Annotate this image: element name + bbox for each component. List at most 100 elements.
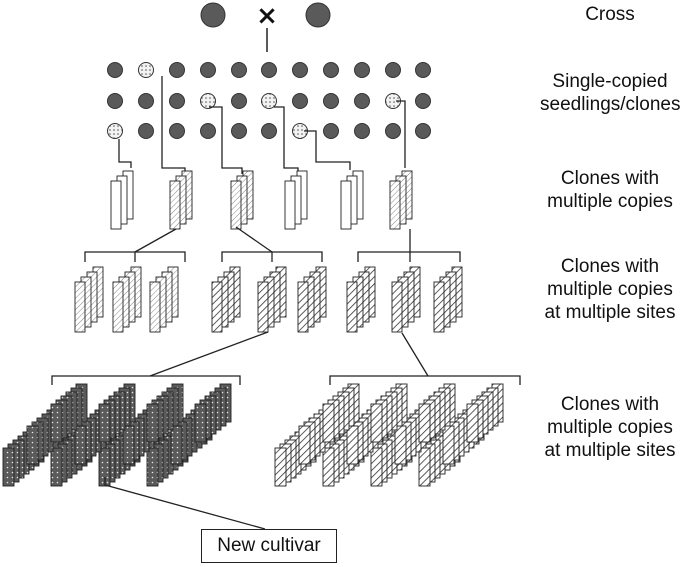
clone-plant <box>346 281 358 333</box>
clone-plant <box>442 425 455 465</box>
seedling <box>231 93 247 109</box>
clone-plant <box>433 281 445 333</box>
seedling <box>354 93 370 109</box>
selected-seedling <box>200 93 216 109</box>
clone-plant <box>322 447 335 487</box>
label-line: at multiple sites <box>544 302 676 323</box>
seedling <box>292 62 308 78</box>
group-connector <box>149 331 269 377</box>
group-connector <box>401 332 429 377</box>
seedling-grid <box>107 62 431 139</box>
seedling <box>107 62 123 78</box>
label-line: Clones with <box>560 168 660 189</box>
clone-plant <box>146 447 159 487</box>
stage4-brackets <box>51 331 521 385</box>
seedling <box>292 93 308 109</box>
clone-plant <box>257 281 269 333</box>
new-cultivar-label: New cultivar <box>217 535 321 556</box>
label-line: Cross <box>585 4 635 25</box>
seedling <box>415 123 431 139</box>
group-connector <box>235 226 273 253</box>
seedling <box>385 123 401 139</box>
clone-plant <box>391 281 403 333</box>
site-groups <box>74 266 463 333</box>
clone-plant <box>418 403 431 443</box>
label-line: seedlings/clones <box>540 94 681 115</box>
clone-plant <box>26 425 39 465</box>
clone-plant <box>98 403 111 443</box>
label-line: multiple copies <box>547 417 673 438</box>
seedling <box>107 93 123 109</box>
stage-label-sites: Clones with multiple copies at multiple … <box>540 255 680 324</box>
seedling <box>169 123 185 139</box>
seedling <box>385 62 401 78</box>
group-bracket <box>329 375 521 385</box>
clone-plant <box>211 281 223 333</box>
seedling <box>415 62 431 78</box>
seedling <box>415 93 431 109</box>
clone-plant <box>418 447 431 487</box>
clone-plant <box>50 447 63 487</box>
seedling <box>138 123 154 139</box>
clone-plant <box>50 403 63 443</box>
cultivar-connector <box>104 477 266 530</box>
group-connector <box>134 228 177 253</box>
clone-plant <box>340 180 352 230</box>
clone-plant <box>346 425 359 465</box>
seedling <box>169 62 185 78</box>
seedling <box>138 93 154 109</box>
connector-line <box>396 100 406 168</box>
clone-plant <box>2 447 15 487</box>
clone-plant <box>112 281 124 333</box>
seedling <box>323 62 339 78</box>
clone-plant <box>370 447 383 487</box>
clone-plant <box>274 447 287 487</box>
seedling <box>354 123 370 139</box>
group-bracket <box>51 375 241 385</box>
selected-seedling <box>138 62 154 78</box>
label-line: at multiple sites <box>544 440 676 461</box>
seedling <box>323 93 339 109</box>
seedling <box>323 123 339 139</box>
clone-plant <box>322 403 335 443</box>
clone-plant <box>74 425 87 465</box>
parent-2 <box>305 2 331 28</box>
group-bracket <box>357 251 461 262</box>
clone-plant <box>298 425 311 465</box>
connector-line <box>304 130 351 170</box>
clone-plant <box>466 403 479 443</box>
stage-label-seedlings: Single-copied seedlings/clones <box>540 70 680 116</box>
stage-label-trials: Clones with multiple copies at multiple … <box>540 393 680 462</box>
clone-plant <box>110 180 122 230</box>
clone-plant <box>297 281 309 333</box>
seedling <box>261 62 277 78</box>
clone-plant <box>394 425 407 465</box>
selected-seedling <box>107 123 123 139</box>
trial-groups <box>2 383 504 487</box>
label-line: Single-copied <box>552 71 668 92</box>
selected-seedling <box>261 93 277 109</box>
connector-line <box>118 139 132 168</box>
seedling <box>231 123 247 139</box>
seedling <box>231 62 247 78</box>
clone-plant <box>284 180 296 230</box>
new-cultivar-box: New cultivar <box>201 529 337 563</box>
stage-label-clones: Clones with multiple copies <box>540 167 680 213</box>
seedling <box>200 123 216 139</box>
connector-line <box>209 106 243 174</box>
clone-plant <box>230 180 242 230</box>
clone-plant <box>122 425 135 465</box>
label-line: Clones with <box>560 256 660 277</box>
stage-label-cross: Cross <box>540 3 680 26</box>
clone-plant <box>370 403 383 443</box>
clone-plant <box>389 180 401 230</box>
cross-symbol: × <box>256 1 278 31</box>
seedling <box>354 62 370 78</box>
clone-plant <box>194 403 207 443</box>
seedling <box>200 62 216 78</box>
clone-plant <box>74 281 86 333</box>
label-line: multiple copies <box>547 279 673 300</box>
clone-plant <box>170 425 183 465</box>
parent-1 <box>200 2 226 28</box>
